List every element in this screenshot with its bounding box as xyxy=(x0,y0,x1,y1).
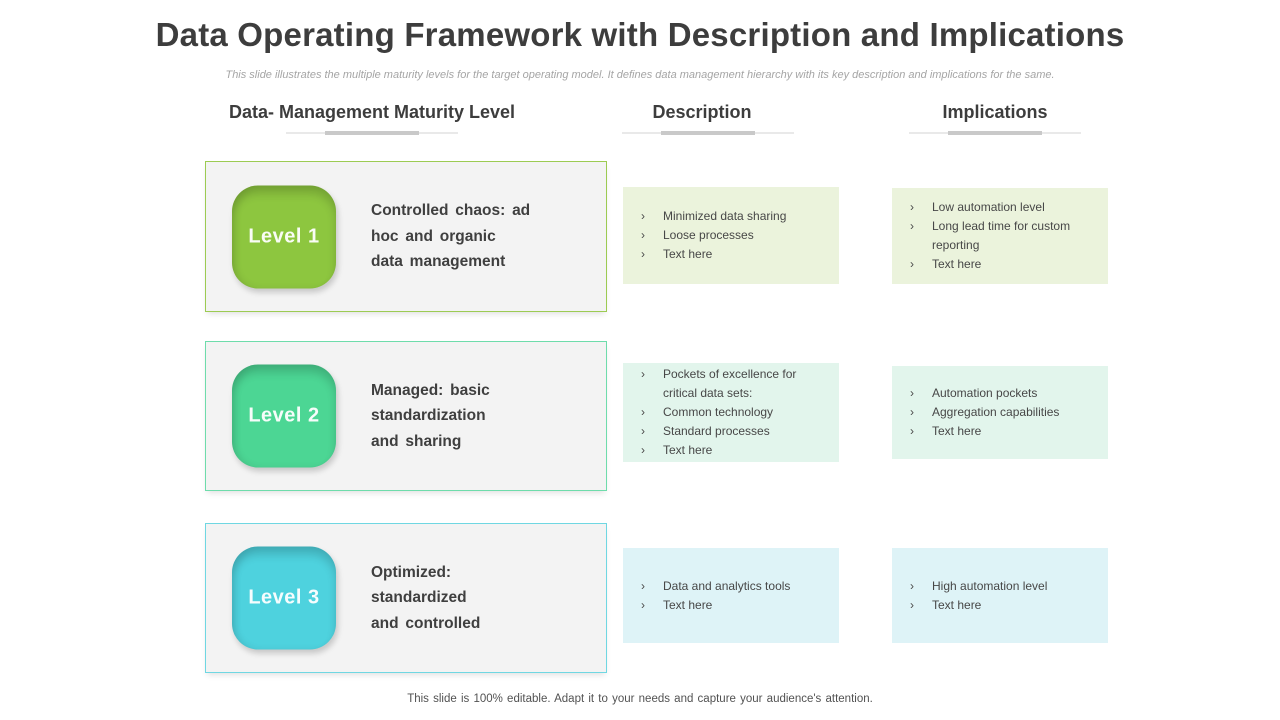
chevron-bullet-icon: › xyxy=(910,200,914,214)
level-1-title-line: hoc and organic xyxy=(371,227,496,245)
level-1-badge: Level 1 xyxy=(232,185,336,288)
bullet-text: Low automation level xyxy=(932,200,1045,214)
bullet-text: Minimized data sharing xyxy=(663,209,787,223)
level-2-title-line: and sharing xyxy=(371,432,462,450)
level-3-title: Optimized: standardized and controlled xyxy=(371,524,591,672)
list-item: › Data and analytics tools xyxy=(641,577,831,596)
footer-note: This slide is 100% editable. Adapt it to… xyxy=(407,693,873,705)
bullet-text: Aggregation capabilities xyxy=(932,405,1060,419)
column-header-maturity-label: Data- Management Maturity Level xyxy=(228,102,516,122)
level-1-badge-label: Level 1 xyxy=(248,225,320,247)
bullet-text: Text here xyxy=(663,597,713,612)
maturity-card-level-2: Level 2 Managed: basic standardization a… xyxy=(205,341,607,491)
level-2-badge: Level 2 xyxy=(232,364,336,468)
bullet-text: Data and analytics tools xyxy=(663,578,791,593)
list-item: › Text here xyxy=(910,255,1100,274)
chevron-bullet-icon: › xyxy=(910,424,914,438)
list-item: › Text here xyxy=(641,245,831,264)
list-item: › Common technology xyxy=(641,403,831,422)
list-item: › Automation pockets xyxy=(910,384,1100,403)
list-item: › Pockets of excellence for critical data… xyxy=(641,365,831,403)
bullet-text: Loose processes xyxy=(663,228,754,242)
list-item: › Low automation level xyxy=(910,198,1100,217)
level-1-title: Controlled chaos: ad hoc and organic dat… xyxy=(371,162,591,311)
bullet-text: Pockets of excellence for critical data … xyxy=(663,367,797,400)
chevron-bullet-icon: › xyxy=(910,597,914,612)
chevron-bullet-icon: › xyxy=(910,219,914,233)
list-item: › Text here xyxy=(910,422,1100,441)
level-3-title-line: standardized xyxy=(371,589,467,607)
list-item: › Text here xyxy=(910,596,1100,615)
bullet-text: Standard processes xyxy=(663,424,770,438)
bullet-text: Long lead time for custom reporting xyxy=(932,219,1071,252)
level-3-badge: Level 3 xyxy=(232,546,336,650)
level-1-implications-box: › Low automation level › Long lead time fo… xyxy=(892,188,1108,284)
level-3-description-list: › Data and analytics tools › Text here xyxy=(623,577,839,615)
maturity-card-level-1: Level 1 Controlled chaos: ad hoc and org… xyxy=(205,161,607,312)
bullet-text: Text here xyxy=(663,443,713,457)
list-item: › High automation level xyxy=(910,577,1100,596)
bullet-text: Text here xyxy=(932,257,982,271)
chevron-bullet-icon: › xyxy=(641,247,645,261)
level-2-badge-label: Level 2 xyxy=(248,404,320,427)
bullet-text: Common technology xyxy=(663,405,774,419)
underline-dark-bar xyxy=(661,131,755,135)
header-underline xyxy=(622,131,794,135)
level-1-description-list: › Minimized data sharing › Loose processes… xyxy=(623,207,839,264)
level-2-title-line: Managed: basic xyxy=(371,381,490,399)
level-1-title-line: Controlled chaos: ad xyxy=(371,202,531,220)
list-item: › Text here xyxy=(641,596,831,615)
level-2-description-list: › Pockets of excellence for critical data… xyxy=(623,365,839,460)
level-3-description-box: › Data and analytics tools › Text here xyxy=(623,548,839,643)
bullet-text: Text here xyxy=(663,247,713,261)
level-2-implications-box: › Automation pockets › Aggregation capabil… xyxy=(892,366,1108,459)
bullet-text: Text here xyxy=(932,597,982,612)
level-1-implications-list: › Low automation level › Long lead time fo… xyxy=(892,198,1108,274)
list-item: › Standard processes xyxy=(641,422,831,441)
chevron-bullet-icon: › xyxy=(641,597,645,612)
column-header-maturity: Data- Management Maturity Level xyxy=(192,102,552,135)
list-item: › Minimized data sharing xyxy=(641,207,831,226)
page-title: Data Operating Framework with Descriptio… xyxy=(155,16,1125,53)
bullet-text: High automation level xyxy=(932,578,1048,593)
level-3-implications-list: › High automation level › Text here xyxy=(892,577,1108,615)
level-2-title: Managed: basic standardization and shari… xyxy=(371,342,591,490)
chevron-bullet-icon: › xyxy=(641,405,645,419)
slide-subtitle: This slide illustrates the multiple matu… xyxy=(225,69,1055,81)
chevron-bullet-icon: › xyxy=(641,578,645,593)
chevron-bullet-icon: › xyxy=(910,578,914,593)
bullet-text: Text here xyxy=(932,424,982,438)
level-3-title-line: Optimized: xyxy=(371,563,452,581)
chevron-bullet-icon: › xyxy=(910,257,914,271)
column-header-description-label: Description xyxy=(652,102,752,122)
list-item: › Aggregation capabilities xyxy=(910,403,1100,422)
list-item: › Loose processes xyxy=(641,226,831,245)
level-2-implications-list: › Automation pockets › Aggregation capabil… xyxy=(892,384,1108,441)
column-header-implications: Implications xyxy=(880,102,1110,135)
level-3-title-line: and controlled xyxy=(371,614,481,632)
level-1-title-line: data management xyxy=(371,253,506,271)
level-1-description-box: › Minimized data sharing › Loose processes… xyxy=(623,187,839,284)
list-item: › Text here xyxy=(641,441,831,460)
list-item: › Long lead time for custom reporting xyxy=(910,217,1100,255)
chevron-bullet-icon: › xyxy=(641,367,645,381)
level-2-description-box: › Pockets of excellence for critical data… xyxy=(623,363,839,462)
level-2-title-line: standardization xyxy=(371,407,486,425)
chevron-bullet-icon: › xyxy=(910,405,914,419)
maturity-card-level-3: Level 3 Optimized: standardized and cont… xyxy=(205,523,607,673)
chevron-bullet-icon: › xyxy=(910,386,914,400)
column-header-description: Description xyxy=(622,102,794,135)
chevron-bullet-icon: › xyxy=(641,209,645,223)
underline-dark-bar xyxy=(948,131,1042,135)
header-underline xyxy=(286,131,458,135)
level-3-badge-label: Level 3 xyxy=(248,586,320,609)
column-header-implications-label: Implications xyxy=(942,102,1048,122)
chevron-bullet-icon: › xyxy=(641,424,645,438)
level-3-implications-box: › High automation level › Text here xyxy=(892,548,1108,643)
chevron-bullet-icon: › xyxy=(641,228,645,242)
underline-dark-bar xyxy=(325,131,419,135)
header-underline xyxy=(909,131,1081,135)
chevron-bullet-icon: › xyxy=(641,443,645,457)
bullet-text: Automation pockets xyxy=(932,386,1038,400)
